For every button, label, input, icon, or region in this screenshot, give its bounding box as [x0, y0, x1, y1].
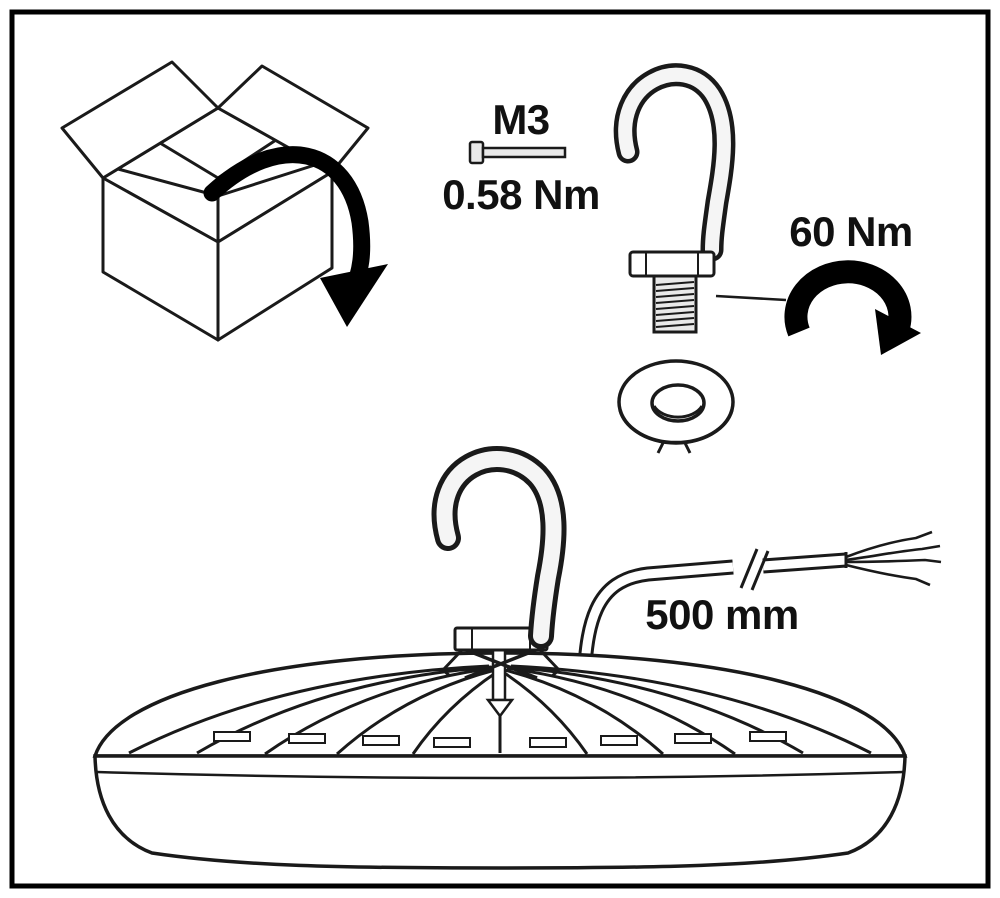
torque-indicator-line	[715, 294, 787, 302]
washer-split-marks	[656, 440, 692, 454]
torque-arrow-head	[875, 309, 921, 355]
screw-size-label: M3	[492, 96, 549, 143]
cable-wires	[845, 530, 942, 587]
wire-2	[845, 544, 941, 562]
cable-length-label: 500 mm	[645, 591, 798, 638]
hook-inner	[618, 67, 731, 257]
lock-washer-illustration	[617, 359, 735, 454]
box-flap-left	[60, 60, 220, 180]
torque-rotation-arrow	[784, 260, 921, 355]
rib-tab	[529, 737, 567, 748]
unpack-arrow-body	[203, 146, 371, 301]
hook-nut-facets	[645, 252, 699, 276]
rib-tab	[674, 733, 712, 744]
eyebolt-hook-illustration	[613, 63, 736, 334]
washer-thickness-edge	[618, 409, 734, 445]
fixture-hook-inner	[436, 451, 562, 644]
box-inner-flap-lines	[117, 138, 319, 242]
center-pole-tip	[485, 698, 515, 719]
cable-break-marks	[739, 548, 770, 591]
washer-hole	[650, 383, 706, 423]
m3-screw-illustration	[468, 140, 567, 165]
rib-tab	[288, 733, 326, 744]
wire-1	[845, 530, 933, 559]
center-pole	[491, 646, 507, 702]
hook-thread-lines	[655, 281, 695, 328]
fixture-illustration	[92, 446, 942, 870]
rib-tab	[749, 731, 787, 742]
washer-hole-thickness	[652, 405, 704, 419]
rib-tab	[213, 731, 251, 742]
screw-torque-label: 0.58 Nm	[442, 171, 600, 218]
mount-side-arms	[441, 648, 561, 678]
box-wall-right	[216, 170, 334, 342]
wire-3	[845, 558, 942, 564]
hook-torque-label: 60 Nm	[789, 208, 913, 255]
rib-tab	[433, 737, 471, 748]
wire-4	[845, 563, 931, 587]
cable-segment-2-core	[762, 555, 847, 571]
fixture-hook	[431, 446, 567, 649]
unpack-arrow-head	[320, 264, 388, 327]
rib-tab	[362, 735, 400, 746]
mount-spring-clip	[464, 648, 538, 680]
screw-shaft	[481, 146, 567, 159]
rib-tab	[600, 735, 638, 746]
packaging-box-illustration	[60, 60, 370, 342]
hook-nut	[628, 250, 716, 278]
fixture-base	[93, 754, 907, 870]
screw-head	[468, 140, 485, 165]
fixture-base-seam	[96, 770, 904, 780]
fixture-rib-tabs	[213, 731, 787, 748]
torque-arc	[784, 260, 912, 337]
unpack-arrow	[203, 146, 388, 327]
fixture-ribs	[128, 664, 872, 756]
